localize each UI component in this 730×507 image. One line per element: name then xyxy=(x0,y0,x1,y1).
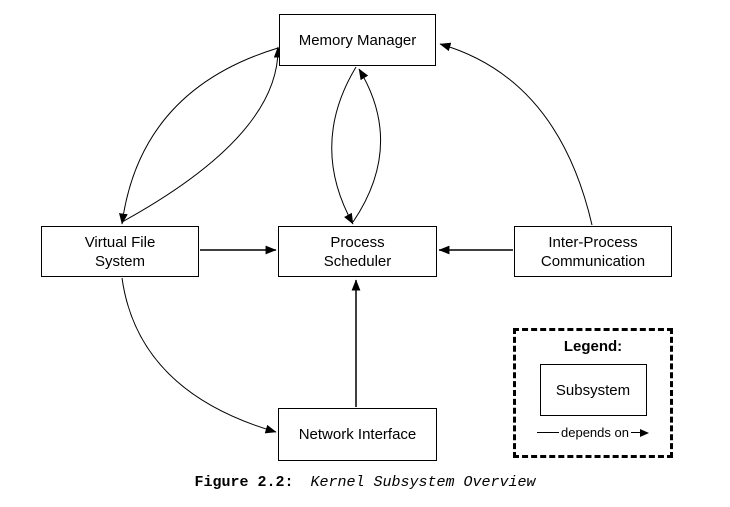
node-virtual-file-system-label: Virtual File System xyxy=(84,233,156,270)
edge-virtual-file-system-to-network-interface xyxy=(121,277,277,434)
node-process-scheduler: Process Scheduler xyxy=(278,226,437,277)
depends-on-line xyxy=(537,432,560,433)
edge-inter-process-communication-to-memory-manager xyxy=(439,42,593,226)
depends-on-line xyxy=(630,432,640,433)
edge-virtual-file-system-to-memory-manager xyxy=(121,46,283,223)
edge-memory-manager-to-process-scheduler xyxy=(331,66,357,225)
figure-caption: Figure 2.2: Kernel Subsystem Overview xyxy=(0,474,730,491)
node-inter-process-communication: Inter-Process Communication xyxy=(514,226,672,277)
figure-caption-title: Kernel Subsystem Overview xyxy=(310,474,536,491)
node-process-scheduler-label: Process Scheduler xyxy=(323,233,392,270)
legend-depends-on-row: depends on xyxy=(516,425,670,440)
figure-caption-label: Figure 2.2: xyxy=(194,474,294,491)
legend-box: Legend: Subsystem depends on xyxy=(513,328,673,458)
arrow-right-icon xyxy=(639,428,649,437)
legend-title: Legend: xyxy=(563,338,623,355)
edge-memory-manager-to-virtual-file-system xyxy=(119,47,279,225)
legend-subsystem-label: Subsystem xyxy=(555,381,631,399)
depends-on-label: depends on xyxy=(561,425,629,440)
node-memory-manager: Memory Manager xyxy=(279,14,436,66)
node-inter-process-communication-label: Inter-Process Communication xyxy=(540,233,646,270)
node-memory-manager-label: Memory Manager xyxy=(298,31,417,49)
legend-subsystem-box: Subsystem xyxy=(539,364,647,416)
node-network-interface-label: Network Interface xyxy=(298,426,417,443)
edge-process-scheduler-to-memory-manager xyxy=(352,68,381,223)
node-network-interface: Network Interface xyxy=(278,408,437,461)
node-virtual-file-system: Virtual File System xyxy=(41,226,199,277)
